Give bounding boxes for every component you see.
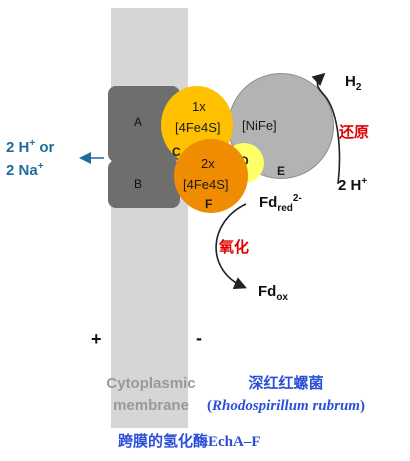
subunit-f-cluster-type: [4Fe4S] <box>183 177 229 192</box>
reduction-label: 还原 <box>339 124 370 141</box>
fd-reduced: Fdred2- <box>259 193 302 214</box>
minus-sign: - <box>196 328 202 348</box>
subunit-b: B <box>108 160 180 208</box>
fd-oxidized: Fdox <box>258 283 288 303</box>
subunit-f-label: F <box>205 197 213 211</box>
subunit-f-cluster-count: 2x <box>201 156 215 171</box>
subunit-c-label: C <box>172 145 181 159</box>
plus-sign: + <box>91 329 102 349</box>
nife-label: [NiFe] <box>242 118 277 133</box>
reduction-arrow <box>311 72 341 185</box>
ion-label-line1: 2 H+ or <box>6 138 55 156</box>
oxidation-arrow <box>215 203 247 290</box>
proton-substrate: 2 H+ <box>338 176 368 194</box>
oxidation-label: 氧化 <box>219 239 250 256</box>
h2-product: H2 <box>345 73 362 93</box>
figure-caption: 跨膜的氢化酶EchA–F <box>118 434 261 450</box>
membrane-label: Cytoplasmic membrane <box>106 375 196 414</box>
subunit-c-cluster-count: 1x <box>192 99 206 114</box>
subunit-b-label: B <box>133 177 142 191</box>
subunit-a-label: A <box>133 115 142 129</box>
organism-label: 深红红螺菌 (Rhodospirillum rubrum) <box>207 376 365 414</box>
subunit-e-label: E <box>277 164 286 178</box>
ion-label-line2: 2 Na+ <box>6 161 44 179</box>
subunit-c-cluster-type: [4Fe4S] <box>175 120 221 135</box>
subunit-f-cluster <box>174 139 248 213</box>
cytoplasmic-membrane <box>111 8 188 428</box>
